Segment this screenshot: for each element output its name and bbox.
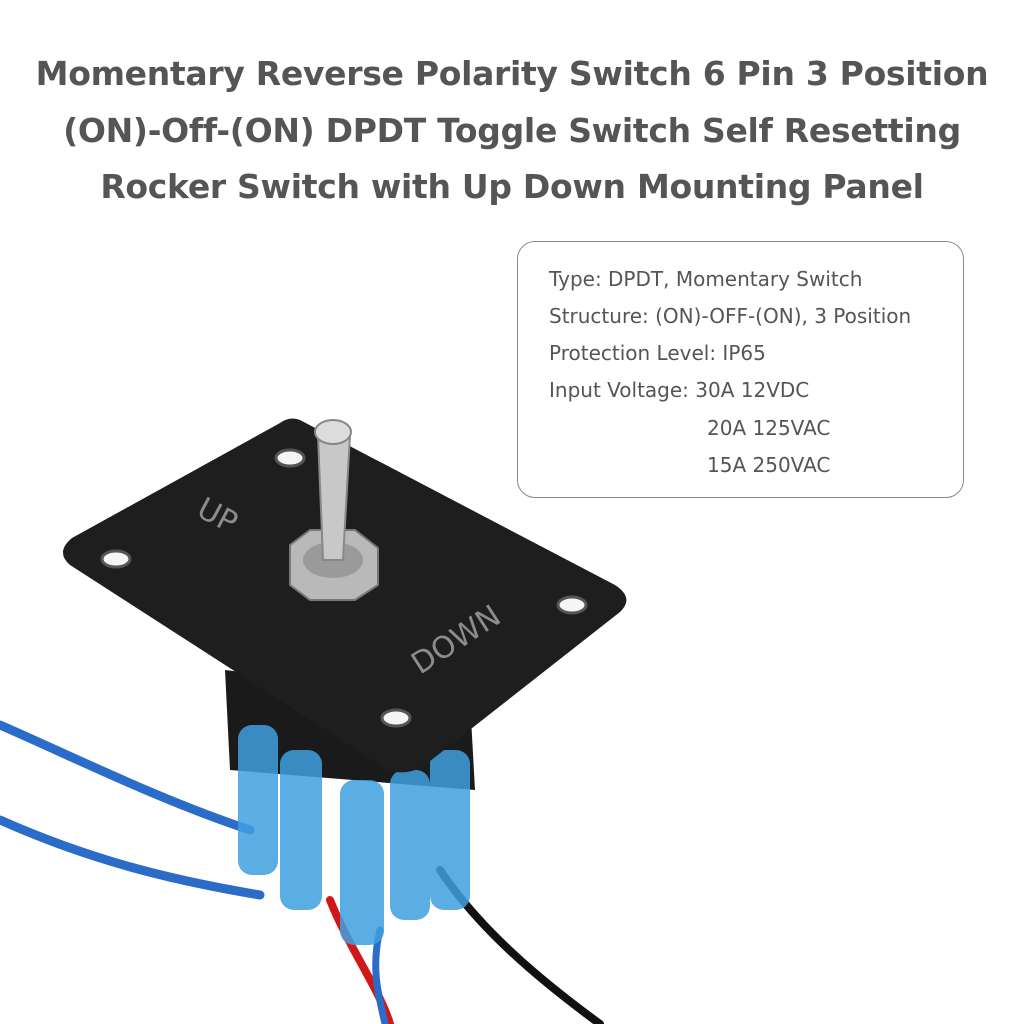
title-line-3: Rocker Switch with Up Down Mounting Pane… xyxy=(100,167,924,206)
title-line-2: (ON)-Off-(ON) DPDT Toggle Switch Self Re… xyxy=(63,110,961,150)
product-title: Momentary Reverse Polarity Switch 6 Pin … xyxy=(0,46,1024,216)
spec-voltage: Input Voltage: 30A 12VDC xyxy=(549,378,810,402)
wire-blue-2 xyxy=(0,815,265,900)
spec-structure: Structure: (ON)-OFF-(ON), 3 Position xyxy=(549,304,912,328)
spec-protection: Protection Level: IP65 xyxy=(549,341,766,365)
spec-type: Type: DPDT, Momentary Switch xyxy=(549,267,863,291)
wire-blue-1 xyxy=(0,720,255,835)
spec-voltage-3: 15A 250VAC xyxy=(707,453,831,477)
spec-box: Type: DPDT, Momentary Switch Structure: … xyxy=(517,241,964,498)
spec-voltage-2: 20A 125VAC xyxy=(707,416,831,440)
toggle-tip xyxy=(314,419,352,445)
wire-blue-3 xyxy=(372,926,389,1024)
connectors xyxy=(238,725,470,945)
title-line-1: Momentary Reverse Polarity Switch 6 Pin … xyxy=(35,54,989,93)
